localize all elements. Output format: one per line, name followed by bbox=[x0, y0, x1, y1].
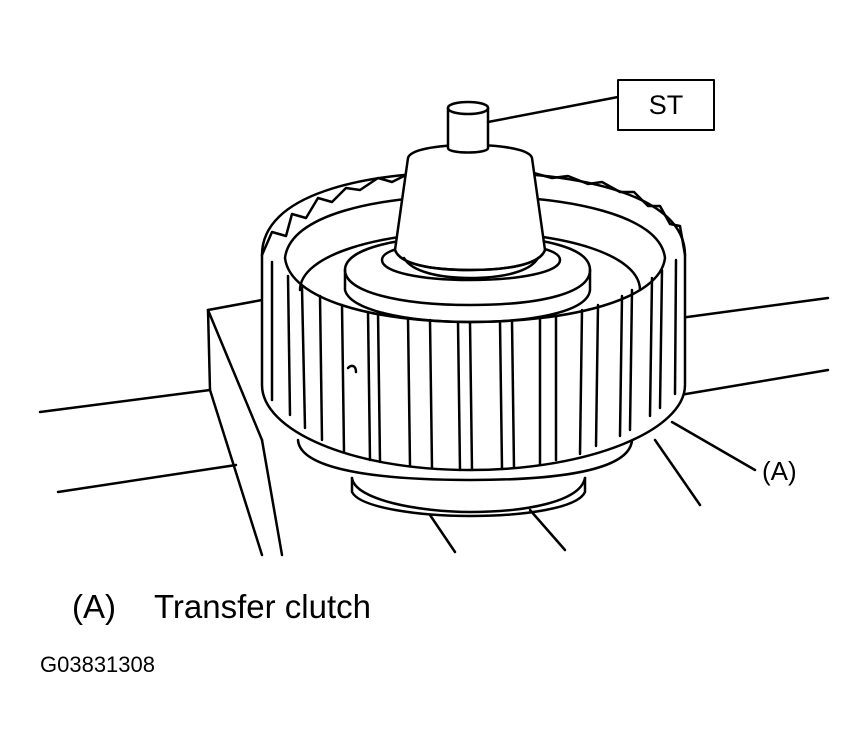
st-label-box bbox=[617, 79, 715, 131]
clutch-base bbox=[296, 438, 702, 554]
callout-a-label: (A) bbox=[762, 456, 797, 486]
st-leader-line bbox=[486, 95, 620, 124]
legend-text: Transfer clutch bbox=[154, 588, 372, 625]
callout-a-leader-line bbox=[670, 420, 757, 472]
workbench bbox=[38, 296, 830, 557]
st-tool-label: ST bbox=[648, 89, 684, 120]
special-tool-st bbox=[393, 100, 547, 280]
legend: (A) Transfer clutch bbox=[72, 588, 371, 626]
figure-code: G03831308 bbox=[40, 652, 155, 677]
legend-key: (A) bbox=[72, 588, 116, 625]
